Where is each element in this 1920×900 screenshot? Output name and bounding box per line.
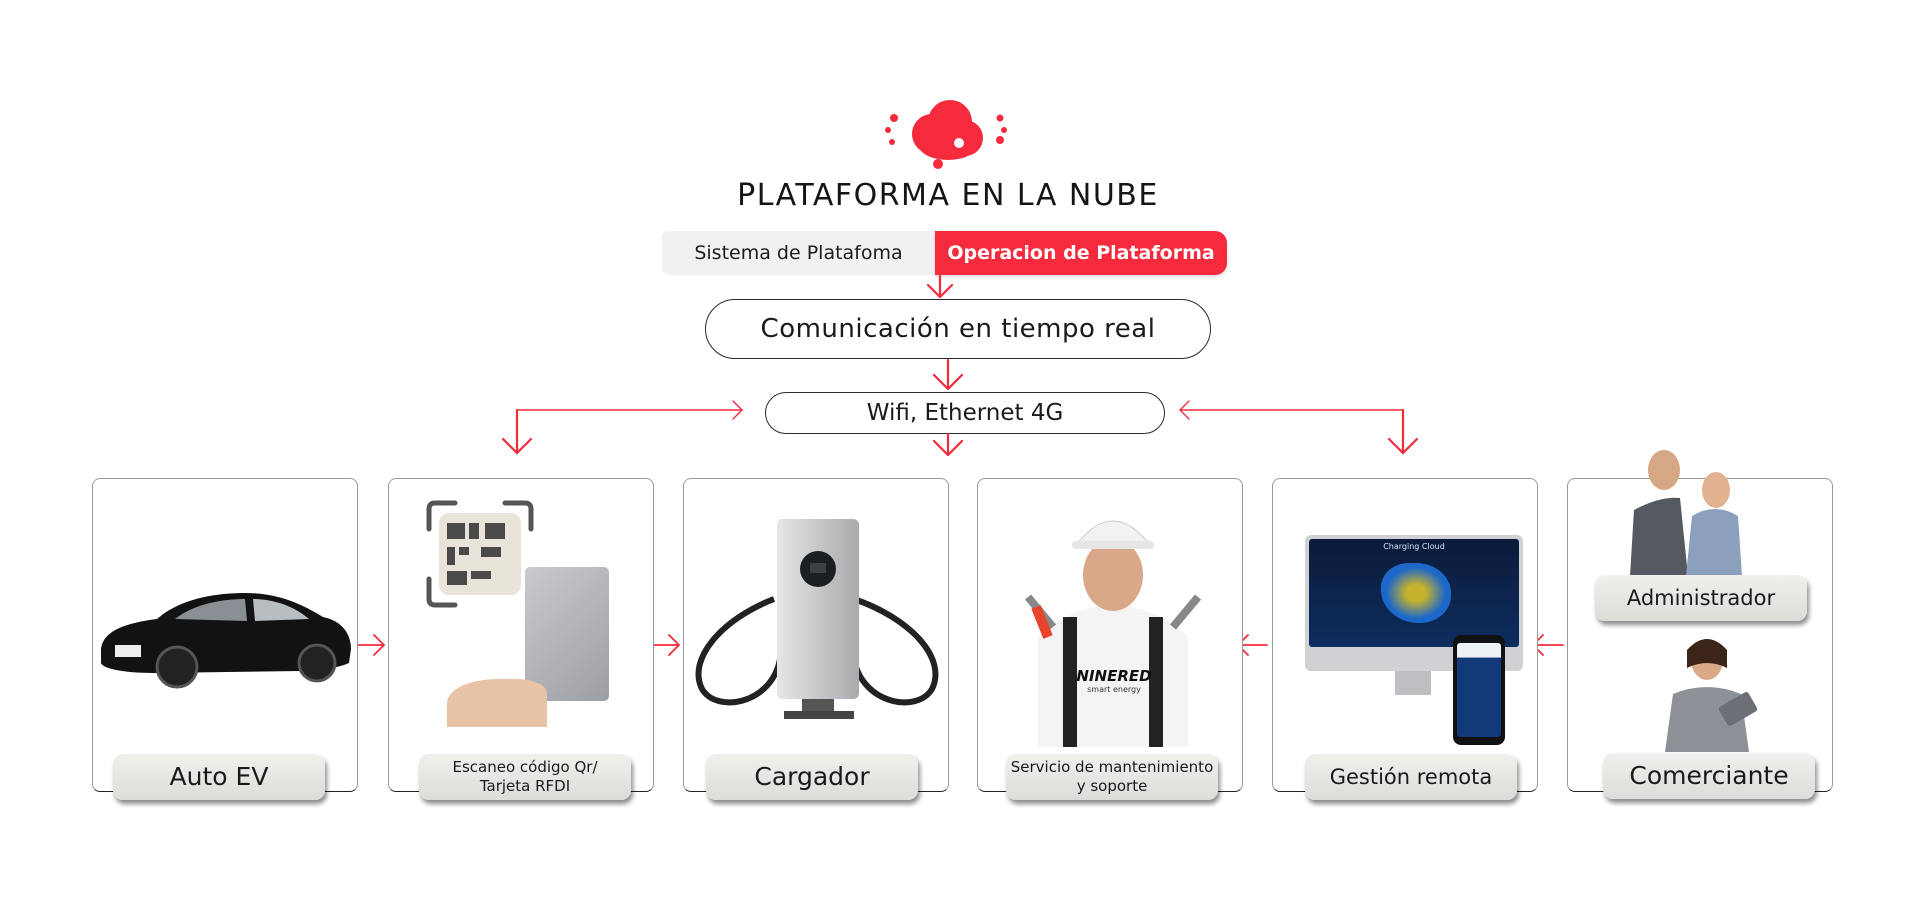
ev-charger-image	[695, 519, 939, 719]
arrow-down-icon	[926, 274, 954, 299]
card-auto-ev: Auto EV	[92, 478, 358, 800]
dashboard-screen: Charging Cloud	[1309, 539, 1519, 647]
card-gestion-remota: Charging Cloud Gestión remota	[1272, 478, 1538, 800]
card-qr-rfid: Escaneo código Qr/ Tarjeta RFDI	[388, 478, 654, 800]
arrow-branch-right	[1179, 400, 1419, 455]
merchant-image	[1665, 639, 1758, 752]
card-label: Cargador	[706, 754, 918, 800]
qr-code-icon	[426, 500, 534, 608]
technician-image	[1024, 520, 1202, 747]
card-label: Escaneo código Qr/ Tarjeta RFDI	[419, 754, 631, 800]
network-box: Wifi, Ethernet 4G	[765, 392, 1165, 434]
page-title: PLATAFORMA EN LA NUBE	[737, 178, 1159, 213]
card-servicio: NINERED smart energy Servicio de manteni…	[977, 478, 1243, 800]
label-comerciante: Comerciante	[1603, 753, 1815, 799]
arrow-down-icon	[932, 358, 964, 391]
rfid-card-image	[525, 567, 609, 701]
administrators-image	[1630, 450, 1742, 576]
realtime-communication-box: Comunicación en tiempo real	[705, 299, 1211, 359]
label-administrador: Administrador	[1595, 575, 1807, 621]
arrow-branch-left	[501, 400, 743, 455]
tab-operacion-de-plataforma[interactable]: Operacion de Plataforma	[935, 231, 1227, 275]
card-label: Auto EV	[113, 754, 325, 800]
card-label: Gestión remota	[1305, 754, 1517, 800]
shirt-brand-logo: NINERED smart energy	[1076, 667, 1152, 694]
tab-sistema-de-plataforma[interactable]: Sistema de Platafoma	[662, 231, 935, 275]
monitor-stand	[1395, 671, 1431, 695]
card-label: Servicio de mantenimiento y soporte	[1006, 754, 1218, 800]
hand-image	[447, 679, 547, 727]
card-cargador: Cargador	[683, 478, 949, 800]
arrow-down-icon	[932, 432, 964, 457]
phone-image	[1453, 635, 1505, 745]
cloud-icon	[885, 100, 1007, 169]
electric-car-image	[101, 593, 351, 689]
